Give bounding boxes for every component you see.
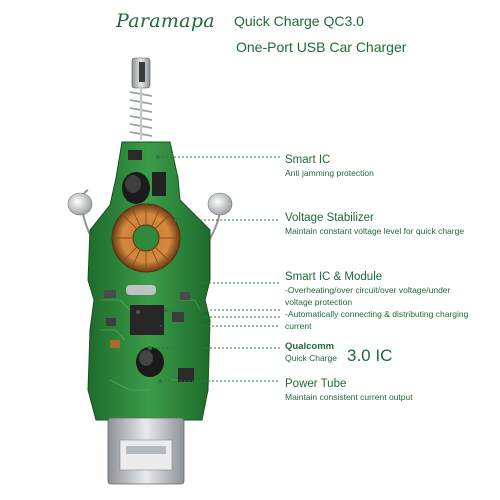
callout-qualcomm: Qualcomm Quick Charge 3.0 IC — [285, 341, 392, 365]
side-contact-right — [207, 192, 233, 216]
qualcomm-logo: Qualcomm — [285, 341, 335, 352]
capacitor-top — [122, 172, 150, 204]
callout-line: Maintain consistent current output — [285, 392, 413, 402]
callout-pointers — [148, 155, 280, 383]
callout-title: Voltage Stabilizer — [285, 212, 374, 224]
contact-tip — [131, 57, 151, 89]
callout-smart-ic: Smart IC Anti jamming protection — [285, 153, 374, 179]
callout-line: current — [285, 321, 312, 331]
usb-port — [107, 417, 185, 485]
callout-line: -Automatically connecting & distributing… — [285, 309, 469, 319]
callout-line: -Overheating/over circuit/over voltage/u… — [285, 285, 451, 295]
product-title-line1: Quick Charge QC3.0 — [234, 13, 364, 29]
toroid-coil — [111, 203, 181, 273]
side-contact-left — [67, 192, 93, 216]
smart-ic-chip — [128, 150, 142, 160]
qualcomm-version: 3.0 IC — [347, 346, 393, 365]
callout-smart-ic-module: Smart IC & Module -Overheating/over circ… — [285, 270, 468, 332]
callout-title: Smart IC — [285, 154, 331, 166]
spring — [129, 86, 153, 140]
fuse — [126, 285, 156, 295]
product-title-line2: One-Port USB Car Charger — [236, 39, 407, 55]
diode — [152, 172, 166, 196]
callout-voltage-stabilizer: Voltage Stabilizer Maintain constant vol… — [285, 211, 464, 237]
qualcomm-label: Quick Charge — [285, 353, 337, 363]
power-tube-capacitor — [136, 347, 164, 377]
header: Paramapa Quick Charge QC3.0 One-Port USB… — [0, 0, 500, 70]
callout-title: Power Tube — [285, 378, 347, 390]
callout-title: Smart IC & Module — [285, 271, 383, 283]
callout-power-tube: Power Tube Maintain consistent current o… — [285, 377, 413, 403]
brand-logo: Paramapa — [116, 10, 215, 32]
smart-module-chip — [130, 305, 164, 335]
callout-line: Anti jamming protection — [285, 168, 374, 178]
callout-line: Maintain constant voltage level for quic… — [285, 226, 465, 236]
callout-line: voltage protection — [285, 297, 353, 307]
pcb-board — [87, 141, 211, 421]
